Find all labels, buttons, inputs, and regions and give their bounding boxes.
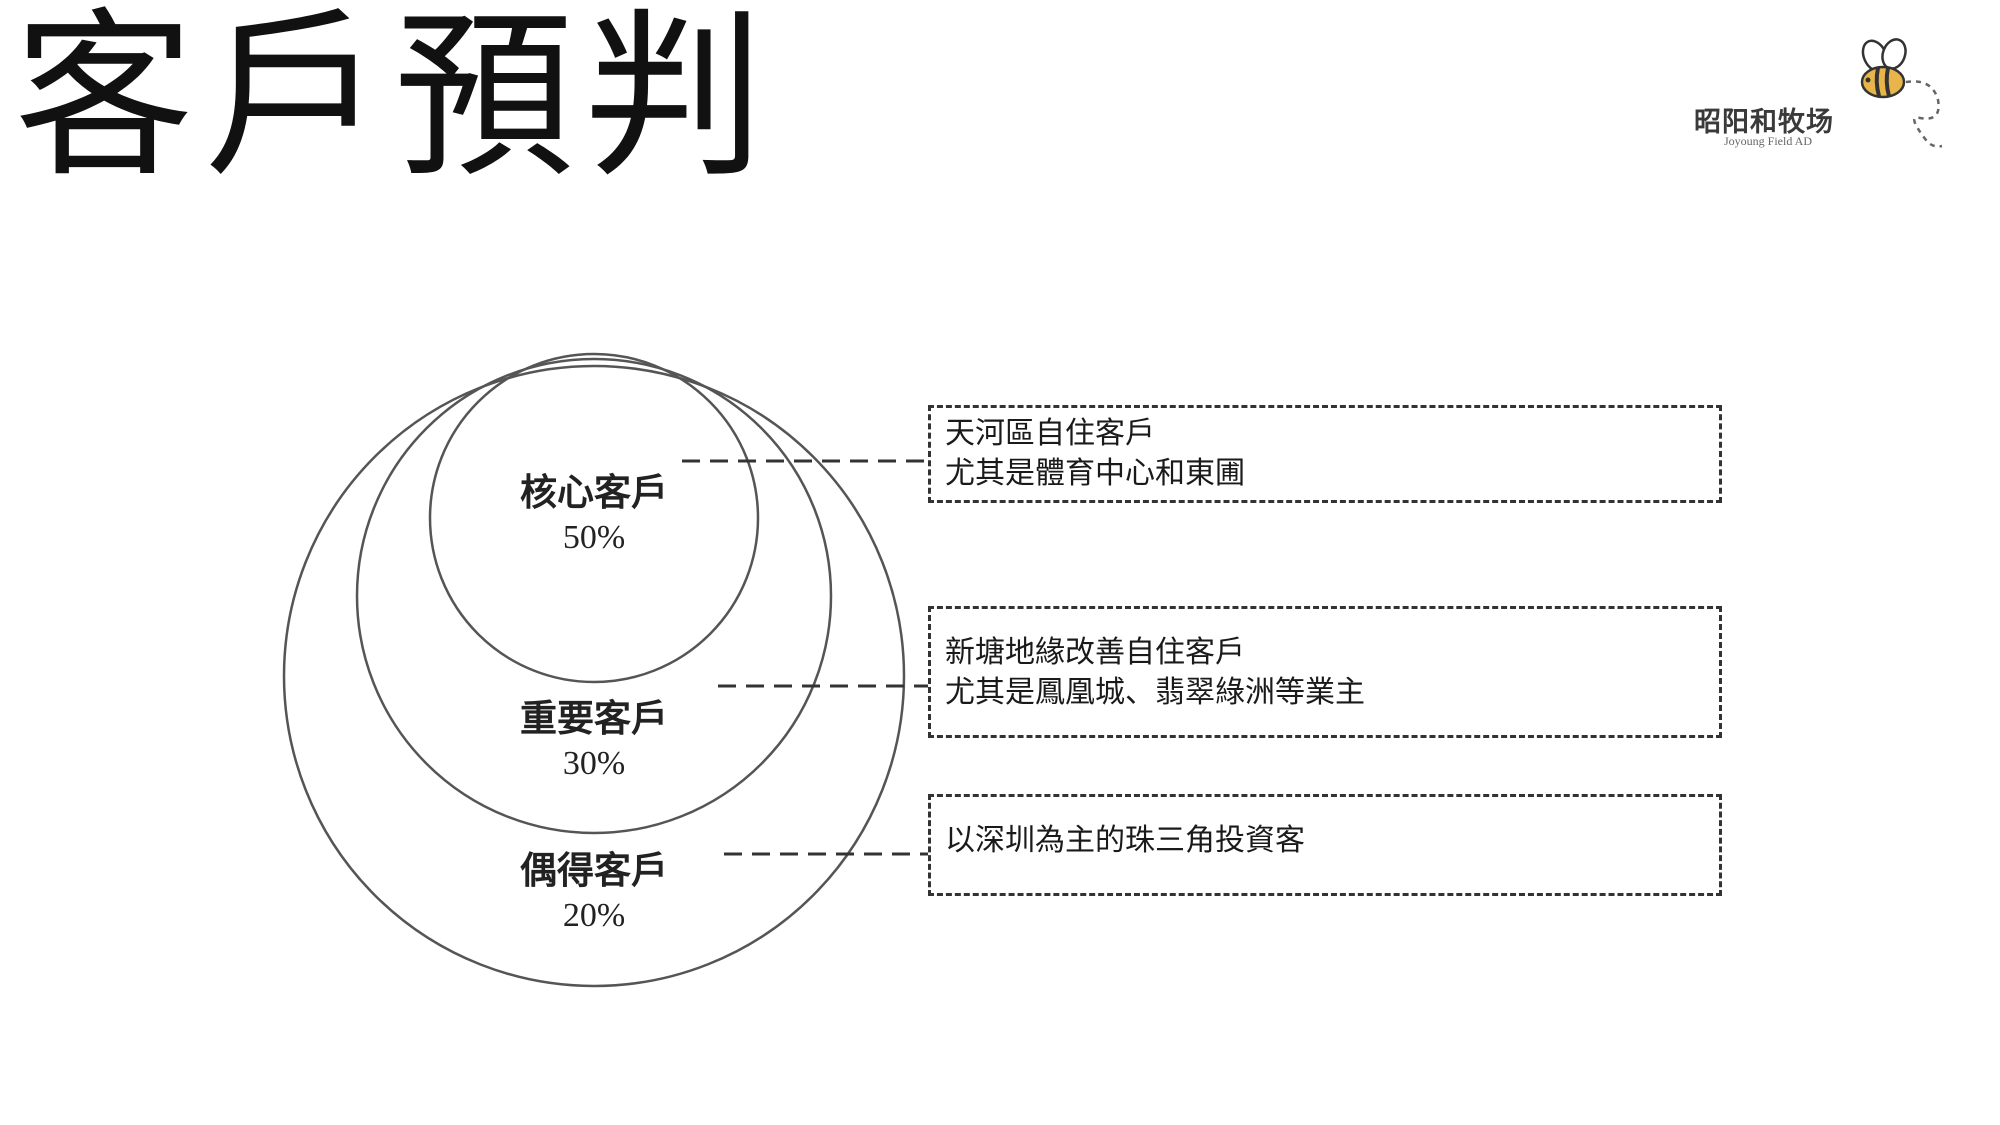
segment-share: 20% xyxy=(562,897,626,934)
segment-label-important: 重要客戶 30% xyxy=(444,694,744,786)
page-title: 客戶預判 xyxy=(14,0,775,202)
segment-label-core: 核心客戶 50% xyxy=(444,468,744,560)
segment-share: 50% xyxy=(562,519,626,556)
segment-name: 核心客戶 xyxy=(520,470,668,514)
note-line: 尤其是體育中心和東圃 xyxy=(945,456,1245,491)
inner-circle xyxy=(428,352,760,684)
note-line: 新塘地緣改善自住客戶 xyxy=(945,635,1245,670)
outer-circle xyxy=(282,364,906,988)
segment-label-occasional: 偶得客戶 20% xyxy=(444,846,744,938)
logo-name: 昭阳和牧场 xyxy=(1694,107,1834,138)
segment-name: 偶得客戶 xyxy=(520,848,668,892)
middle-circle xyxy=(355,357,833,835)
note-line: 天河區自住客戶 xyxy=(945,416,1155,451)
bee-icon xyxy=(1860,38,1943,148)
logo-subtitle: Joyoung Field AD xyxy=(1724,134,1813,148)
segment-name: 重要客戶 xyxy=(520,696,668,740)
note-box-occasional: 以深圳為主的珠三角投資客 xyxy=(928,794,1722,896)
note-line: 以深圳為主的珠三角投資客 xyxy=(945,823,1305,858)
note-box-core: 天河區自住客戶 尤其是體育中心和東圃 xyxy=(928,405,1722,503)
segment-share: 30% xyxy=(562,745,626,782)
brand-logo: 昭阳和牧场 Joyoung Field AD xyxy=(1680,30,1950,170)
note-line: 尤其是鳳凰城、翡翠綠洲等業主 xyxy=(945,675,1365,710)
note-box-important: 新塘地緣改善自住客戶 尤其是鳳凰城、翡翠綠洲等業主 xyxy=(928,606,1722,738)
